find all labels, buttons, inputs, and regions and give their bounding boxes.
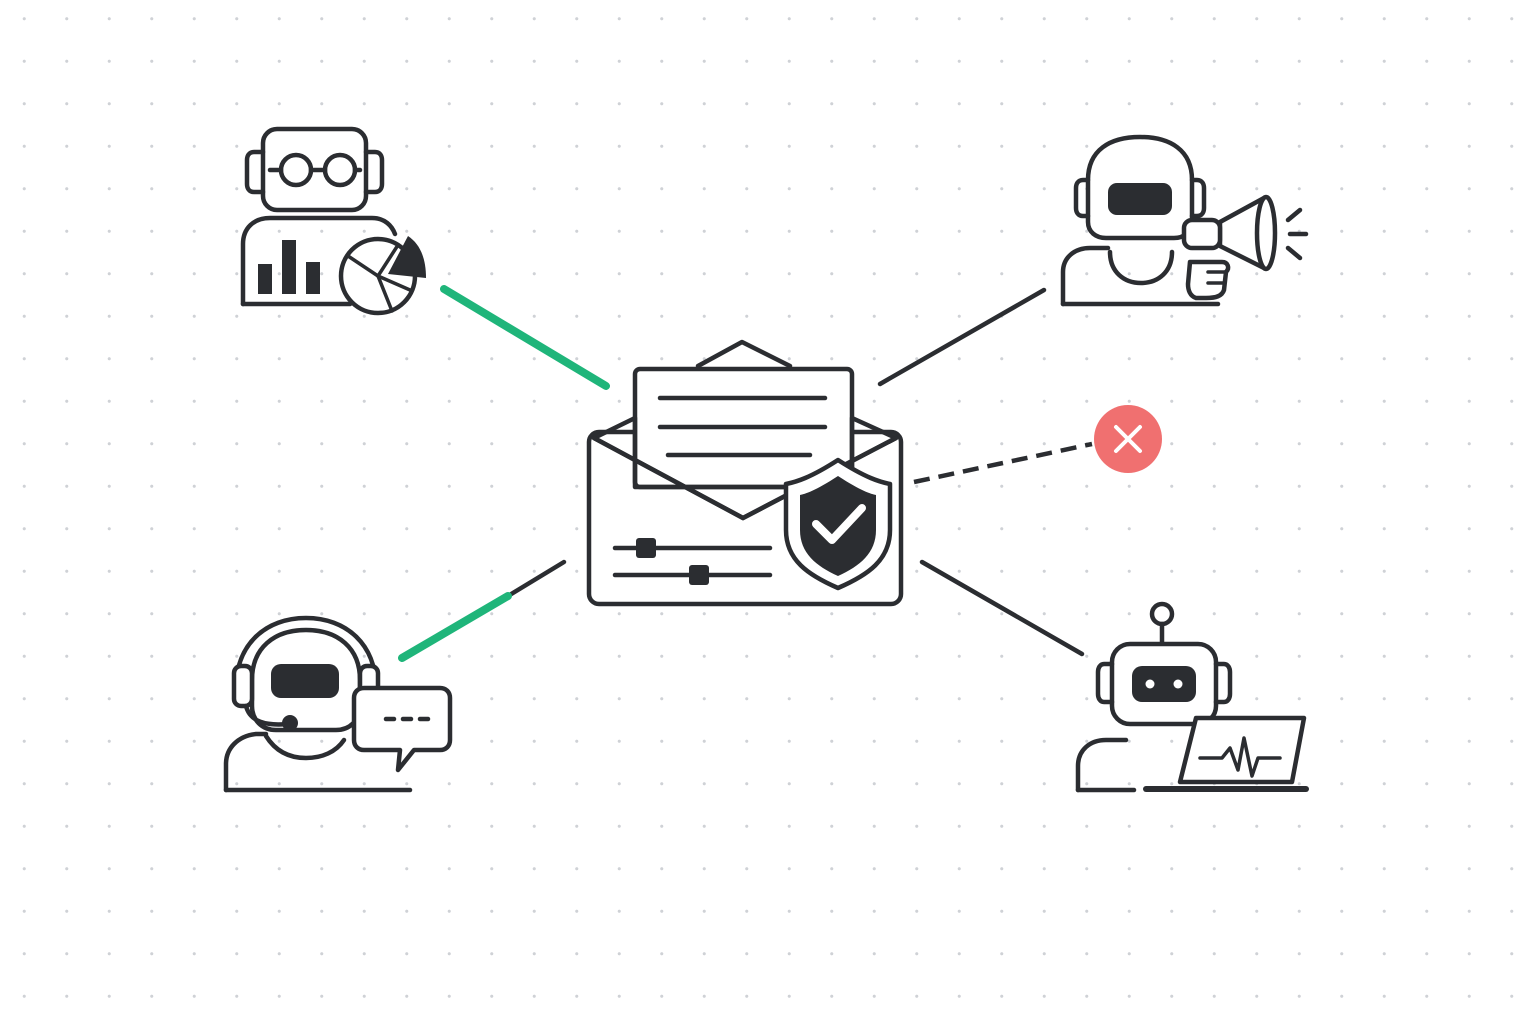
connection-bottom-left-green <box>398 592 512 662</box>
connection-bottom-left-dark <box>505 559 567 599</box>
connection-top-right <box>877 287 1047 387</box>
secure-envelope-icon <box>586 339 904 607</box>
connection-top-left <box>440 285 610 390</box>
support-agent-robot-icon <box>223 615 453 793</box>
close-x-icon <box>1094 405 1162 473</box>
analytics-robot-icon <box>240 126 426 316</box>
connections <box>398 285 1093 662</box>
connection-blocked-dashed <box>913 441 1093 485</box>
chat-bubble-icon <box>351 685 453 773</box>
pie-chart-icon <box>338 236 426 316</box>
shield-check-icon <box>783 457 893 591</box>
laptop-icon <box>1143 715 1309 792</box>
megaphone-robot-icon <box>1060 134 1309 307</box>
heartbeat-line-icon <box>1198 736 1282 778</box>
connection-bottom-right <box>919 559 1085 657</box>
laptop-robot-icon <box>1075 601 1309 793</box>
slider-controls-icon <box>612 538 773 585</box>
megaphone-icon <box>1181 194 1309 301</box>
